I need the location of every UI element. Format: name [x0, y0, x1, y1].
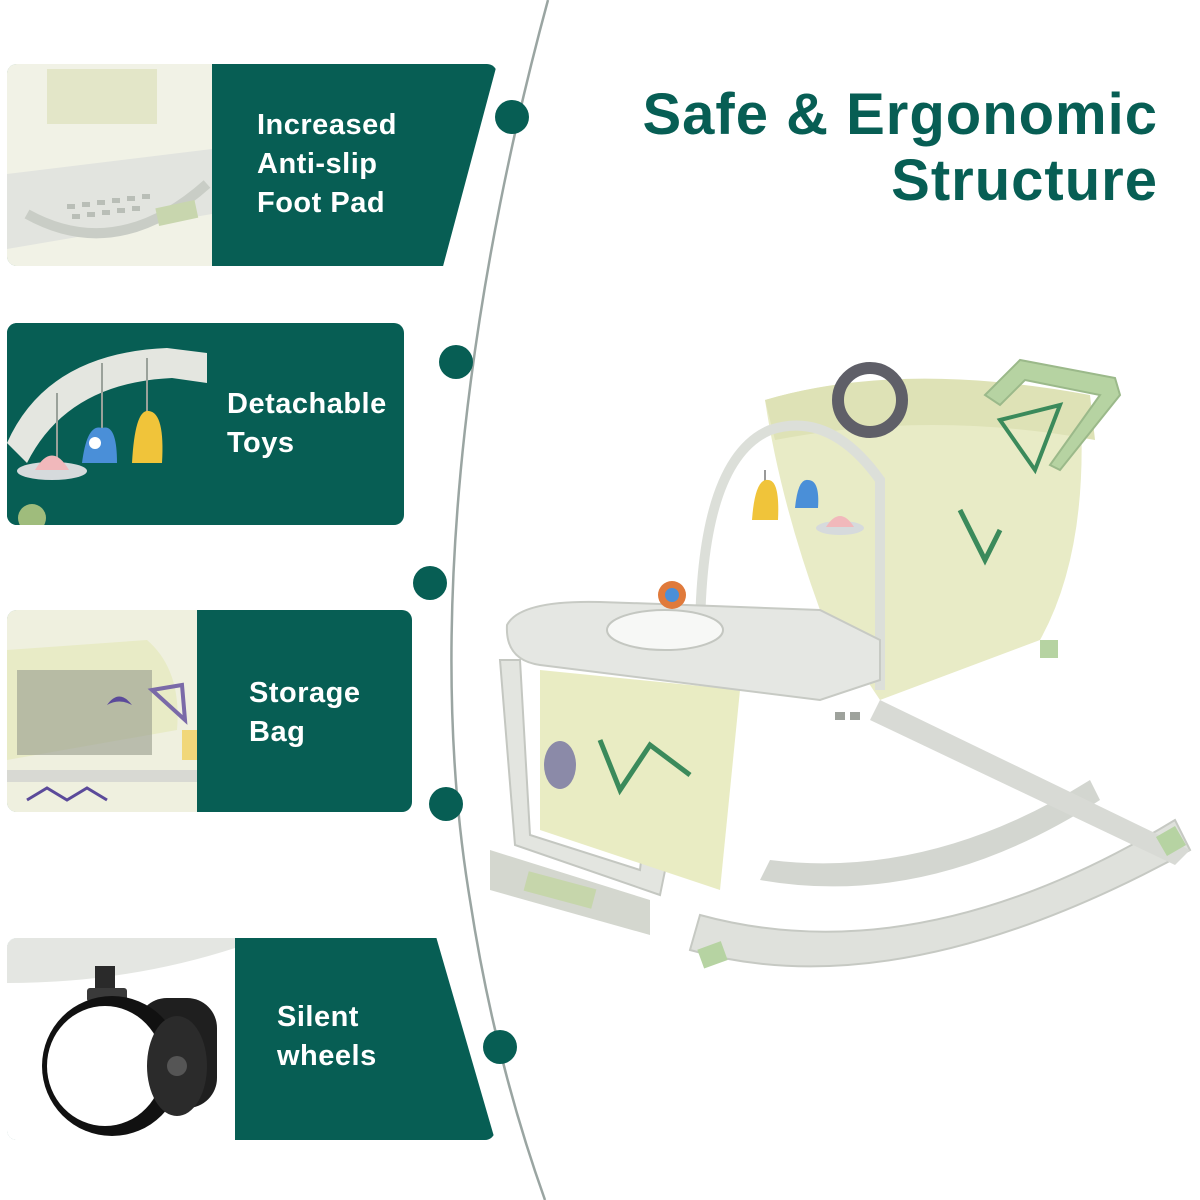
timeline-dot-3 — [413, 566, 447, 600]
feature-card-silent-wheels: Silent wheels — [7, 938, 495, 1140]
foot-pad-label: Increased Anti-slip Foot Pad — [257, 106, 397, 223]
foot-pad-label-line-2: Anti-slip — [257, 148, 378, 180]
detachable-toys-label: Detachable Toys — [227, 385, 387, 463]
title-line-2: Structure — [891, 148, 1158, 213]
foot-pad-photo — [7, 64, 212, 266]
timeline-dot-1 — [495, 100, 529, 134]
silent-wheels-label-line-1: Silent — [277, 1001, 359, 1033]
caster-wheel-icon — [7, 938, 235, 1140]
storage-bag-label-line-2: Bag — [249, 716, 306, 748]
caster-wheel-photo — [7, 938, 235, 1140]
feature-card-storage-bag: Storage Bag — [7, 610, 412, 812]
silent-wheels-label-line-2: wheels — [277, 1040, 377, 1072]
foot-pad-label-line-3: Foot Pad — [257, 187, 386, 219]
foot-pad-icon — [7, 64, 212, 266]
feature-card-detachable-toys: Detachable Toys — [7, 323, 404, 525]
hanging-toys-icon — [7, 348, 266, 525]
timeline-dot-5 — [483, 1030, 517, 1064]
silent-wheels-label: Silent wheels — [277, 998, 377, 1076]
feature-card-foot-pad: Increased Anti-slip Foot Pad — [7, 64, 497, 266]
hanging-toys-photo — [7, 323, 266, 525]
foot-pad-label-line-1: Increased — [257, 109, 397, 141]
detachable-toys-label-line-2: Toys — [227, 427, 295, 459]
timeline-dot-2 — [439, 345, 473, 379]
storage-bag-label-line-1: Storage — [249, 677, 361, 709]
storage-bag-label: Storage Bag — [249, 674, 360, 752]
storage-bag-photo — [7, 610, 197, 812]
title-line-1: Safe & Ergonomic — [642, 82, 1158, 147]
page-title: Safe & Ergonomic Structure — [642, 82, 1158, 214]
storage-bag-icon — [7, 610, 197, 812]
timeline-dot-4 — [429, 787, 463, 821]
detachable-toys-label-line-1: Detachable — [227, 388, 387, 420]
